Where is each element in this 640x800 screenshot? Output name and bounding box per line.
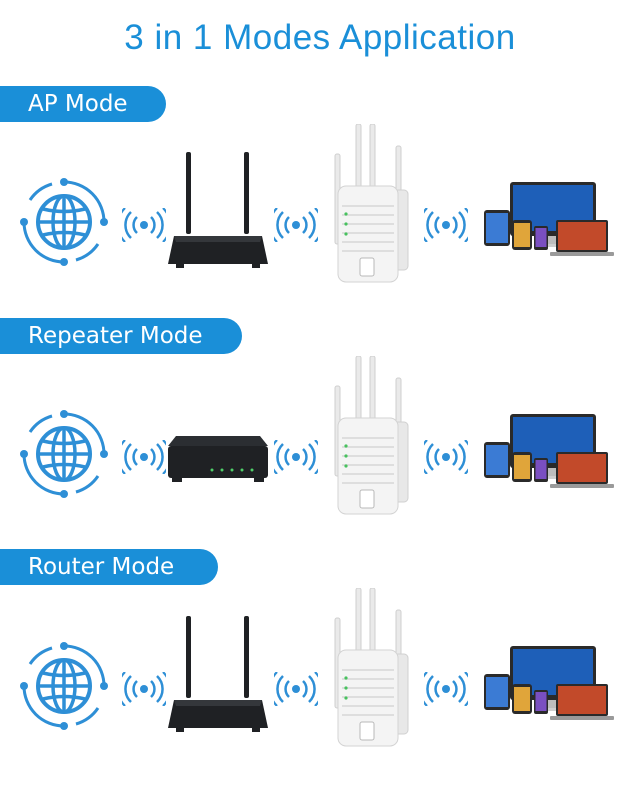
- network-switch-icon: [168, 432, 268, 493]
- mode-row-router: [0, 587, 640, 754]
- wifi-extender-icon: [332, 355, 412, 521]
- mode-row-ap: [0, 123, 640, 290]
- wifi-signal-icon: [116, 671, 172, 711]
- wifi-signal-icon: [116, 207, 172, 247]
- devices-icon: [484, 646, 614, 731]
- globe-network-icon: [18, 408, 110, 505]
- page-title: 3 in 1 Modes Application: [124, 18, 516, 57]
- mode-label-router: Router Mode: [0, 549, 218, 585]
- globe-network-icon: [18, 176, 110, 273]
- devices-icon: [484, 414, 614, 499]
- wifi-signal-icon: [418, 671, 474, 711]
- wifi-signal-icon: [418, 439, 474, 479]
- wifi-extender-icon: [332, 123, 412, 289]
- wifi-signal-icon: [268, 439, 324, 479]
- mode-row-repeater: [0, 355, 640, 522]
- globe-network-icon: [18, 640, 110, 737]
- wireless-router-icon: [168, 152, 268, 277]
- wifi-signal-icon: [268, 671, 324, 711]
- mode-label-ap: AP Mode: [0, 86, 166, 122]
- wifi-extender-icon: [332, 587, 412, 753]
- wifi-signal-icon: [116, 439, 172, 479]
- wifi-signal-icon: [268, 207, 324, 247]
- wifi-signal-icon: [418, 207, 474, 247]
- mode-label-repeater: Repeater Mode: [0, 318, 242, 354]
- wireless-router-icon: [168, 616, 268, 741]
- devices-icon: [484, 182, 614, 267]
